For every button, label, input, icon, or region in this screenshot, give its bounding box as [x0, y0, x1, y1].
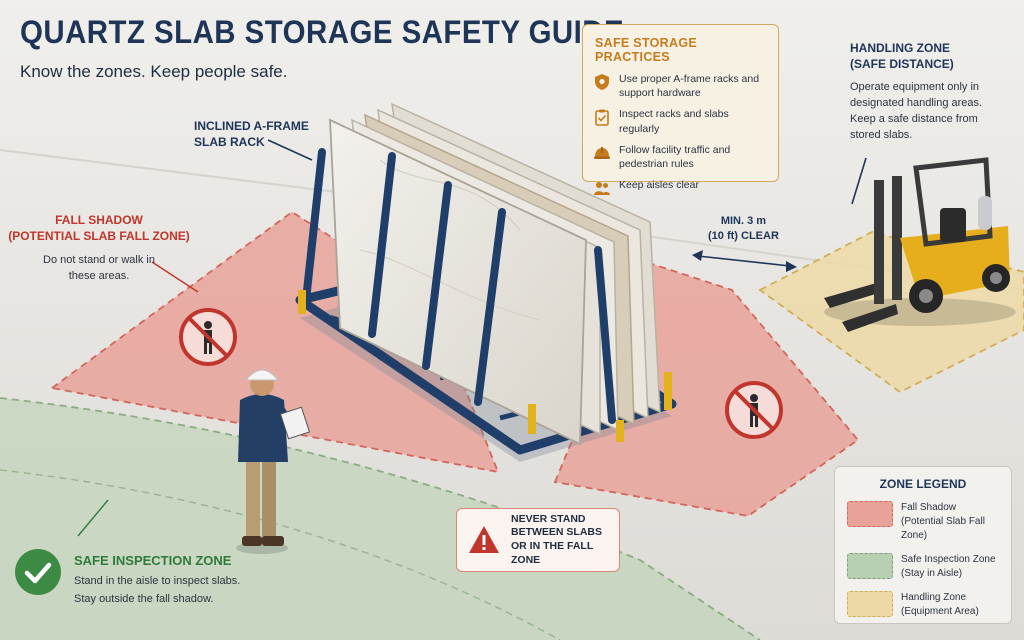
a-frame-rack	[295, 102, 677, 462]
legend-item-desc: (Stay in Aisle)	[901, 568, 963, 579]
legend-swatch	[847, 591, 893, 617]
safe-zone-title: SAFE INSPECTION ZONE	[74, 553, 232, 568]
handling-title-line2: (SAFE DISTANCE)	[850, 57, 954, 72]
rack-label-line1: INCLINED A-FRAME	[194, 119, 309, 133]
no-standing-icon	[179, 308, 237, 366]
warning-box: NEVER STAND BETWEEN SLABS OR IN THE FALL…	[456, 508, 620, 572]
safe-zone-line2: Stay outside the fall shadow.	[74, 592, 214, 605]
legend-item-name: Fall Shadow	[901, 502, 957, 513]
practice-item: Keep aisles clear	[593, 178, 768, 197]
legend-title: ZONE LEGEND	[879, 477, 967, 491]
legend-item-name: Handling Zone	[901, 592, 967, 603]
zone-legend: ZONE LEGEND Fall Shadow (Potential Slab …	[834, 466, 1012, 624]
practices-title: SAFE STORAGE PRACTICES	[595, 36, 697, 64]
safe-zone-area	[0, 398, 760, 640]
fall-shadow-title: FALL SHADOW (POTENTIAL SLAB FALL ZONE)	[8, 212, 190, 244]
clearance-arrow	[692, 250, 797, 272]
forklift	[824, 157, 1016, 332]
no-standing-icon	[725, 381, 783, 439]
clearance-line1: MIN. 3 m	[720, 215, 767, 227]
practice-text: Keep aisles clear	[619, 179, 699, 192]
handling-title-line1: HANDLING ZONE	[850, 41, 950, 55]
legend-item-desc: (Potential Slab Fall Zone)	[901, 516, 985, 541]
hard-hat-icon	[594, 146, 610, 159]
legend-item-safe-zone: Safe Inspection Zone (Stay in Aisle)	[847, 553, 999, 581]
legend-swatch	[847, 553, 893, 579]
worker-figure	[236, 369, 311, 554]
legend-item-desc: (Equipment Area)	[901, 606, 979, 617]
practice-item: Inspect racks and slabs regularly	[593, 107, 768, 135]
warning-line2: BETWEEN SLABS	[511, 526, 603, 539]
shield-icon	[595, 74, 609, 90]
practice-item: Use proper A-frame racks and support har…	[593, 72, 768, 100]
rack-label: INCLINED A-FRAME SLAB RACK	[194, 118, 309, 150]
legend-swatch	[847, 501, 893, 527]
rack-leader-line	[267, 139, 313, 161]
practice-text: Inspect racks and slabs regularly	[619, 108, 729, 135]
safe-zone-border	[0, 397, 761, 640]
handling-text2: Keep a safe distance from stored slabs.	[850, 113, 978, 141]
practices-panel: SAFE STORAGE PRACTICES Use proper A-fram…	[582, 24, 779, 196]
legend-item-fall-shadow: Fall Shadow (Potential Slab Fall Zone)	[847, 501, 999, 543]
legend-item-name: Safe Inspection Zone	[901, 554, 996, 565]
fall-shadow-text: Do not stand or walk in these areas.	[43, 254, 155, 282]
people-icon	[594, 182, 610, 196]
legend-item-handling-zone: Handling Zone (Equipment Area)	[847, 591, 999, 619]
warning-line3: OR IN THE FALL ZONE	[511, 540, 594, 566]
clearance-line2: (10 ft) CLEAR	[708, 229, 779, 242]
page-title: Quartz Slab Storage Safety Guide	[20, 14, 625, 50]
checkmark-icon	[15, 549, 61, 595]
practice-text: Use proper A-frame racks and support har…	[619, 73, 760, 100]
handling-leader-line	[851, 157, 867, 205]
safe-zone-text: Stand in the aisle to inspect slabs. Sta…	[74, 573, 240, 608]
handling-text1: Operate equipment only in designated han…	[850, 81, 983, 109]
handling-zone-title: HANDLING ZONE (SAFE DISTANCE)	[850, 40, 954, 72]
fall-title-line1: FALL SHADOW	[55, 213, 143, 227]
safe-zone-line1: Stand in the aisle to inspect slabs.	[74, 575, 241, 587]
warning-icon	[469, 526, 499, 553]
practice-item: Follow facility traffic and pedestrian r…	[593, 143, 768, 171]
clearance-label: MIN. 3 m (10 ft) CLEAR	[708, 214, 779, 244]
warning-text: NEVER STAND BETWEEN SLABS OR IN THE FALL…	[511, 513, 609, 568]
practice-text: Follow facility traffic and pedestrian r…	[619, 143, 731, 170]
rack-label-line2: SLAB RACK	[194, 135, 265, 150]
fall-leader-line	[151, 261, 199, 293]
warning-line1: NEVER STAND	[511, 512, 586, 525]
page-subtitle: Know the zones. Keep people safe.	[20, 62, 288, 81]
clipboard-check-icon	[595, 109, 609, 127]
safe-leader-line	[77, 499, 109, 537]
fall-title-line2: (POTENTIAL SLAB FALL ZONE)	[8, 229, 190, 244]
